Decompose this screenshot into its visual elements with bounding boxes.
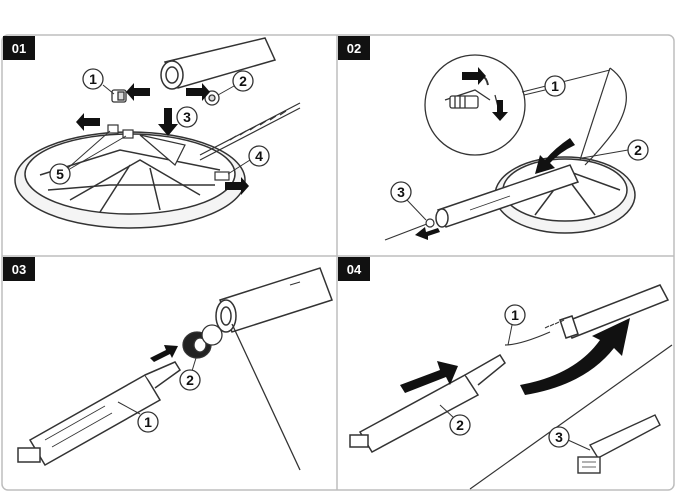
step-number-02: 02: [347, 41, 361, 56]
step-badge-01: [3, 36, 35, 60]
callout-circle: [390, 181, 412, 203]
callout-circle: [137, 411, 159, 433]
panel-02: 02: [338, 36, 649, 241]
callout-label: 1: [551, 78, 559, 94]
small-part-04: [577, 414, 661, 474]
callout-label: 1: [144, 414, 152, 430]
lower-rod-04: [349, 353, 506, 453]
arrow-push: [400, 361, 458, 393]
callout-circle: [82, 68, 104, 90]
panel-01-arrows: [76, 83, 249, 195]
panel-03: 03 1: [3, 257, 333, 471]
callout-circle: [179, 369, 201, 391]
callouts-panel-03: 1 2: [117, 357, 201, 433]
callout-label: 4: [255, 148, 263, 164]
arrow-insert: [150, 345, 178, 362]
bolt: [111, 89, 127, 103]
callout-circle: [544, 75, 566, 97]
callout-label: 3: [555, 429, 563, 445]
callout-label: 2: [634, 142, 642, 158]
callout-label: 3: [183, 109, 191, 125]
arrow-down-shaft: [158, 108, 178, 136]
step-badge-03: [3, 257, 35, 281]
panel-01: 01: [3, 36, 301, 229]
upper-shaft-04: [544, 284, 670, 339]
step-badge-02: [338, 36, 370, 60]
coil-brackets: [107, 124, 230, 181]
callout-label: 2: [239, 73, 247, 89]
arrow-left-bracket: [76, 113, 100, 131]
callout-circle: [504, 304, 526, 326]
upper-shaft: [215, 267, 333, 333]
cable-panel-03: [231, 323, 301, 471]
callout-label: 3: [397, 184, 405, 200]
panel-02-arrows: [415, 138, 575, 240]
callout-label: 2: [456, 417, 464, 433]
coil-cable: [199, 102, 301, 161]
callouts-panel-01: 1 2 3 4 5: [49, 68, 270, 185]
callout-circle: [232, 70, 254, 92]
step-number-01: 01: [12, 41, 26, 56]
callout-circle: [548, 426, 570, 448]
search-coil: [14, 131, 246, 229]
callout-circle: [449, 414, 471, 436]
arrow-left-bolt: [126, 83, 150, 101]
lock-ring: [182, 324, 223, 359]
callout-label: 2: [186, 372, 194, 388]
callouts-panel-02: 1 2 3: [390, 75, 649, 221]
callout-circle: [627, 139, 649, 161]
panel-04-arrows: [400, 318, 630, 395]
step-badge-04: [338, 257, 370, 281]
callout-label: 1: [89, 71, 97, 87]
callout-circle: [49, 163, 71, 185]
inset-leader: [521, 69, 611, 93]
arrow-curve: [520, 318, 630, 395]
lower-rod: [17, 361, 182, 467]
nut: [204, 90, 220, 106]
callouts-panel-04: 1 2 3: [439, 304, 591, 451]
lower-shaft: [160, 37, 277, 90]
arrow-right-nut: [186, 83, 210, 101]
detail-inset: [424, 54, 526, 156]
divider-line: [469, 344, 673, 490]
arrow-right-clip: [225, 177, 249, 195]
callout-circle: [176, 106, 198, 128]
shaft-panel-02: [435, 164, 580, 228]
callout-label: 1: [511, 307, 519, 323]
cable-panel-02: [384, 67, 627, 241]
callout-label: 5: [56, 166, 64, 182]
panel-04: 04 1: [338, 257, 673, 490]
inset-arrows: [462, 67, 508, 121]
step-number-04: 04: [347, 262, 362, 277]
step-number-03: 03: [12, 262, 26, 277]
callout-circle: [248, 145, 270, 167]
